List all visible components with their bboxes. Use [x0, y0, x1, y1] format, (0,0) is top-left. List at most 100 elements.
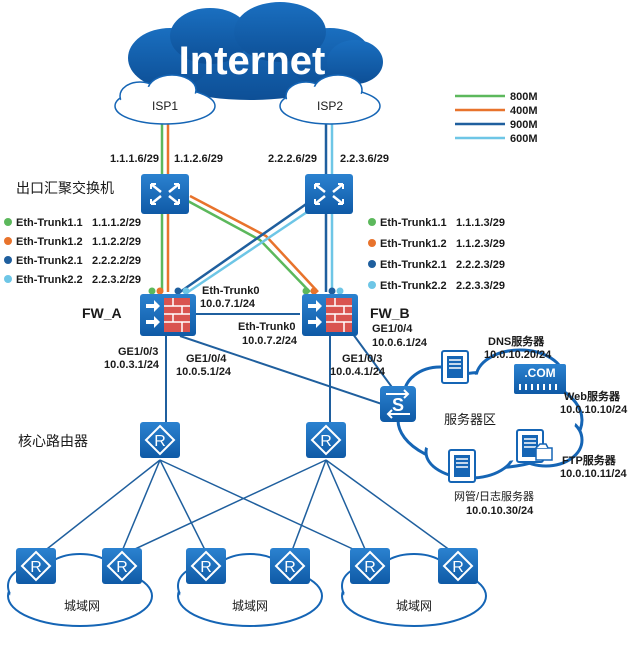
metro-router-6-glyph: R [452, 559, 464, 576]
log-server-name: 网管/日志服务器 [454, 489, 534, 503]
metro-router-4-glyph: R [284, 559, 296, 576]
fw-b-label: FW_B [370, 305, 410, 321]
link-switch-a-fw-b-green [185, 198, 311, 293]
core-router-b: R [305, 421, 347, 459]
fw-a-trunk-ip-1: 1.1.2.2/29 [92, 236, 141, 248]
fw-b-trunk0-name: Eth-Trunk0 [238, 321, 295, 333]
fw-a-trunk-name-2: Eth-Trunk2.1 [16, 255, 83, 267]
link-switch-a-fw-b-orange [189, 194, 319, 293]
core-router-label: 核心路由器 [18, 433, 88, 449]
fw-b-trunk-ip-3: 2.2.3.3/29 [456, 280, 505, 292]
metro-router-3: R [185, 547, 227, 585]
metro-label-3: 城域网 [396, 599, 432, 613]
fw-a-trunk-name-3: Eth-Trunk2.2 [16, 274, 83, 286]
dns-server-icon [441, 350, 469, 384]
internet-cloud: Internet [128, 2, 383, 100]
isp1-cloud: ISP1 [114, 74, 216, 125]
fw-b-trunk-name-2: Eth-Trunk2.1 [380, 259, 447, 271]
agg-switch-a [141, 174, 189, 214]
web-server-icon: .COM [514, 364, 566, 394]
metro-router-5: R [349, 547, 391, 585]
ip-isp1-a: 1.1.1.6/29 [110, 153, 159, 165]
legend-label-800m: 800M [510, 91, 538, 103]
fw-a-trunk-list: Eth-Trunk1.1 1.1.1.2/29 Eth-Trunk1.2 1.1… [4, 217, 141, 286]
fw-a-trunk-dot-2 [4, 256, 12, 264]
fw-a-trunk-ip-3: 2.2.3.2/29 [92, 274, 141, 286]
link-fw-b-server-switch [349, 329, 395, 391]
server-zone-label: 服务器区 [444, 412, 496, 427]
metro-router-3-glyph: R [200, 559, 212, 576]
isp1-label: ISP1 [152, 99, 178, 113]
legend-label-600m: 600M [510, 133, 538, 145]
fw-a-trunk-ip-0: 1.1.1.2/29 [92, 217, 141, 229]
fw-a-ge103-ip: 10.0.3.1/24 [104, 359, 160, 371]
legend-label-900m: 900M [510, 119, 538, 131]
firewall-a [140, 294, 196, 336]
fw-b-trunk-ip-2: 2.2.2.3/29 [456, 259, 505, 271]
ip-isp2-a: 2.2.2.6/29 [268, 153, 317, 165]
metro-label-1: 城域网 [64, 599, 100, 613]
internet-label: Internet [179, 39, 326, 83]
ftp-server-icon [516, 429, 553, 463]
fw-a-trunk0-ip: 10.0.7.1/24 [200, 298, 256, 310]
fw-b-trunk0-ip: 10.0.7.2/24 [242, 335, 298, 347]
link-switch-b-fw-a-blue [179, 198, 313, 294]
ip-isp2-b: 2.2.3.6/29 [340, 153, 389, 165]
web-com-glyph: .COM [524, 366, 555, 380]
fw-b-trunk-name-0: Eth-Trunk1.1 [380, 217, 447, 229]
fw-a-trunk-name-0: Eth-Trunk1.1 [16, 217, 83, 229]
log-server-ip: 10.0.10.30/24 [466, 505, 534, 517]
fw-a-ge104-ip: 10.0.5.1/24 [176, 366, 232, 378]
fw-b-trunk-dot-0 [368, 218, 376, 226]
isp2-cloud: ISP2 [279, 74, 381, 125]
fw-a-trunk-dot-3 [4, 275, 12, 283]
fw-b-ge103-ip: 10.0.4.1/24 [330, 366, 386, 378]
fw-a-trunk-dot-0 [4, 218, 12, 226]
fw-b-trunk-dot-1 [368, 239, 376, 247]
fw-b-ge104-name: GE1/0/4 [372, 323, 413, 335]
metro-router-1-glyph: R [30, 559, 42, 576]
log-server-icon [448, 449, 476, 483]
fw-b-trunk-dot-3 [368, 281, 376, 289]
metro-label-2: 城域网 [232, 599, 268, 613]
ip-isp1-b: 1.1.2.6/29 [174, 153, 223, 165]
fw-a-trunk0-name: Eth-Trunk0 [202, 285, 259, 297]
fw-a-trunk-dot-1 [4, 237, 12, 245]
metro-router-6: R [437, 547, 479, 585]
fw-a-ge103-name: GE1/0/3 [118, 346, 158, 358]
web-server-ip: 10.0.10.10/24 [560, 404, 628, 416]
fw-a-label: FW_A [82, 305, 122, 321]
agg-switch-label: 出口汇聚交换机 [16, 180, 114, 196]
link-switch-b-fw-a-light [187, 204, 317, 294]
fw-b-trunk-list: Eth-Trunk1.1 1.1.1.3/29 Eth-Trunk1.2 1.1… [368, 217, 505, 292]
ftp-server-name: FTP服务器 [562, 453, 617, 467]
fw-a-trunk-name-1: Eth-Trunk1.2 [16, 236, 83, 248]
fw-a-trunk-ip-2: 2.2.2.2/29 [92, 255, 141, 267]
ftp-server-ip: 10.0.10.11/24 [560, 468, 628, 480]
fw-b-ge103-name: GE1/0/3 [342, 353, 382, 365]
dns-server-name: DNS服务器 [488, 334, 545, 348]
web-server-name: Web服务器 [564, 389, 621, 403]
fw-b-trunk-name-3: Eth-Trunk2.2 [380, 280, 447, 292]
metro-router-1: R [15, 547, 57, 585]
metro-router-5-glyph: R [364, 559, 376, 576]
bandwidth-legend: 800M 400M 900M 600M [455, 91, 538, 145]
isp2-label: ISP2 [317, 99, 343, 113]
fw-b-trunk-dot-2 [368, 260, 376, 268]
metro-router-2-glyph: R [116, 559, 128, 576]
core-router-b-glyph: R [320, 433, 332, 450]
fw-a-port-dots [148, 287, 190, 295]
firewall-b [302, 294, 358, 336]
dns-server-ip: 10.0.10.20/24 [484, 349, 552, 361]
legend-label-400m: 400M [510, 105, 538, 117]
metro-router-2: R [101, 547, 143, 585]
fw-b-trunk-ip-1: 1.1.2.3/29 [456, 238, 505, 250]
fw-b-trunk-name-1: Eth-Trunk1.2 [380, 238, 447, 250]
fw-b-ge104-ip: 10.0.6.1/24 [372, 337, 428, 349]
agg-switch-b [305, 174, 353, 214]
fw-a-ge104-name: GE1/0/4 [186, 353, 227, 365]
server-switch-glyph: S [392, 395, 404, 415]
metro-router-4: R [269, 547, 311, 585]
